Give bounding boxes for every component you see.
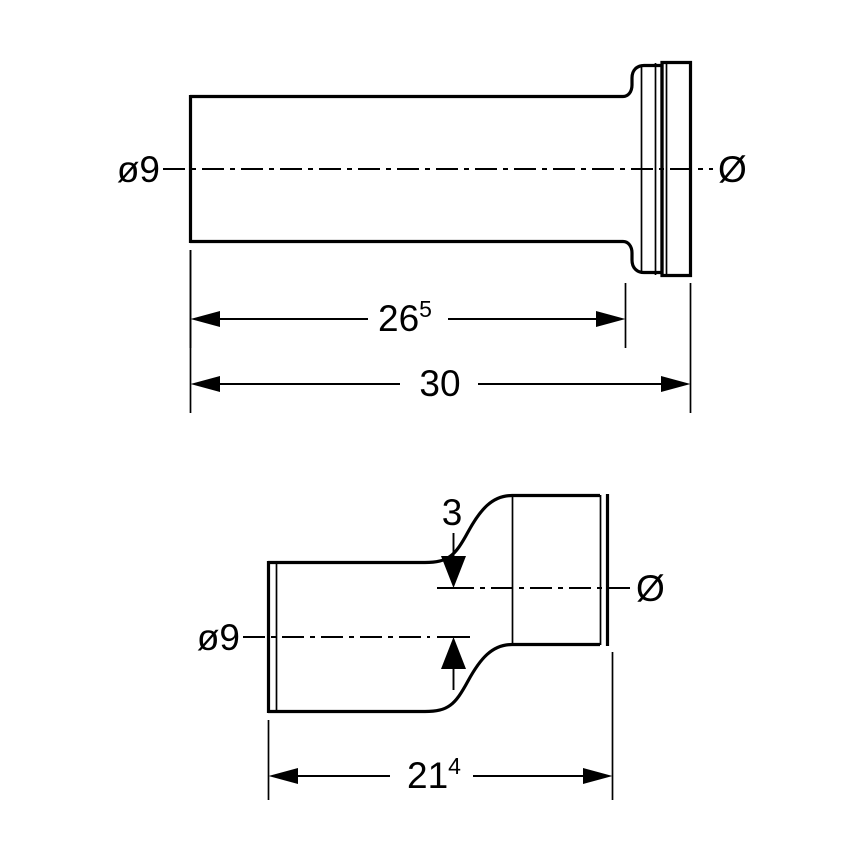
bottom-view-upper-profile (268, 493, 600, 565)
top-dim1-arrow-right (596, 311, 626, 327)
top-view-flange-rim (660, 60, 693, 278)
top-dim2-arrow-right (661, 376, 691, 392)
top-view-right-diameter-label: Ø (718, 149, 747, 190)
bottom-dim-offset-text: 3 (442, 492, 463, 533)
top-dim1-text: 265 (378, 296, 432, 339)
bottom-view-group: ø9 Ø 3 214 (197, 492, 665, 800)
bottom-dim-length-text: 214 (407, 753, 461, 796)
bottom-view-right-diameter-label: Ø (636, 568, 665, 609)
bottom-dim-length-superscript: 4 (448, 753, 461, 779)
bottom-dim-offset-arrow-down (441, 556, 466, 588)
top-dim1-value: 26 (378, 298, 419, 339)
top-dim2-text: 30 (419, 363, 460, 404)
bottom-view-lower-profile (268, 642, 600, 714)
top-dim2-arrow-left (190, 376, 220, 392)
bottom-dim-length-arrow-right (583, 768, 613, 784)
top-view-group: ø9 Ø 265 30 (117, 60, 747, 413)
top-view-left-diameter-label: ø9 (117, 149, 160, 190)
bottom-dim-offset-arrow-up (441, 637, 466, 669)
bottom-view-left-diameter-label: ø9 (197, 617, 240, 658)
bottom-dim-length-value: 21 (407, 755, 448, 796)
bottom-dim-length-arrow-left (268, 768, 298, 784)
top-dim1-arrow-left (190, 311, 220, 327)
top-dim1-superscript: 5 (419, 296, 432, 322)
